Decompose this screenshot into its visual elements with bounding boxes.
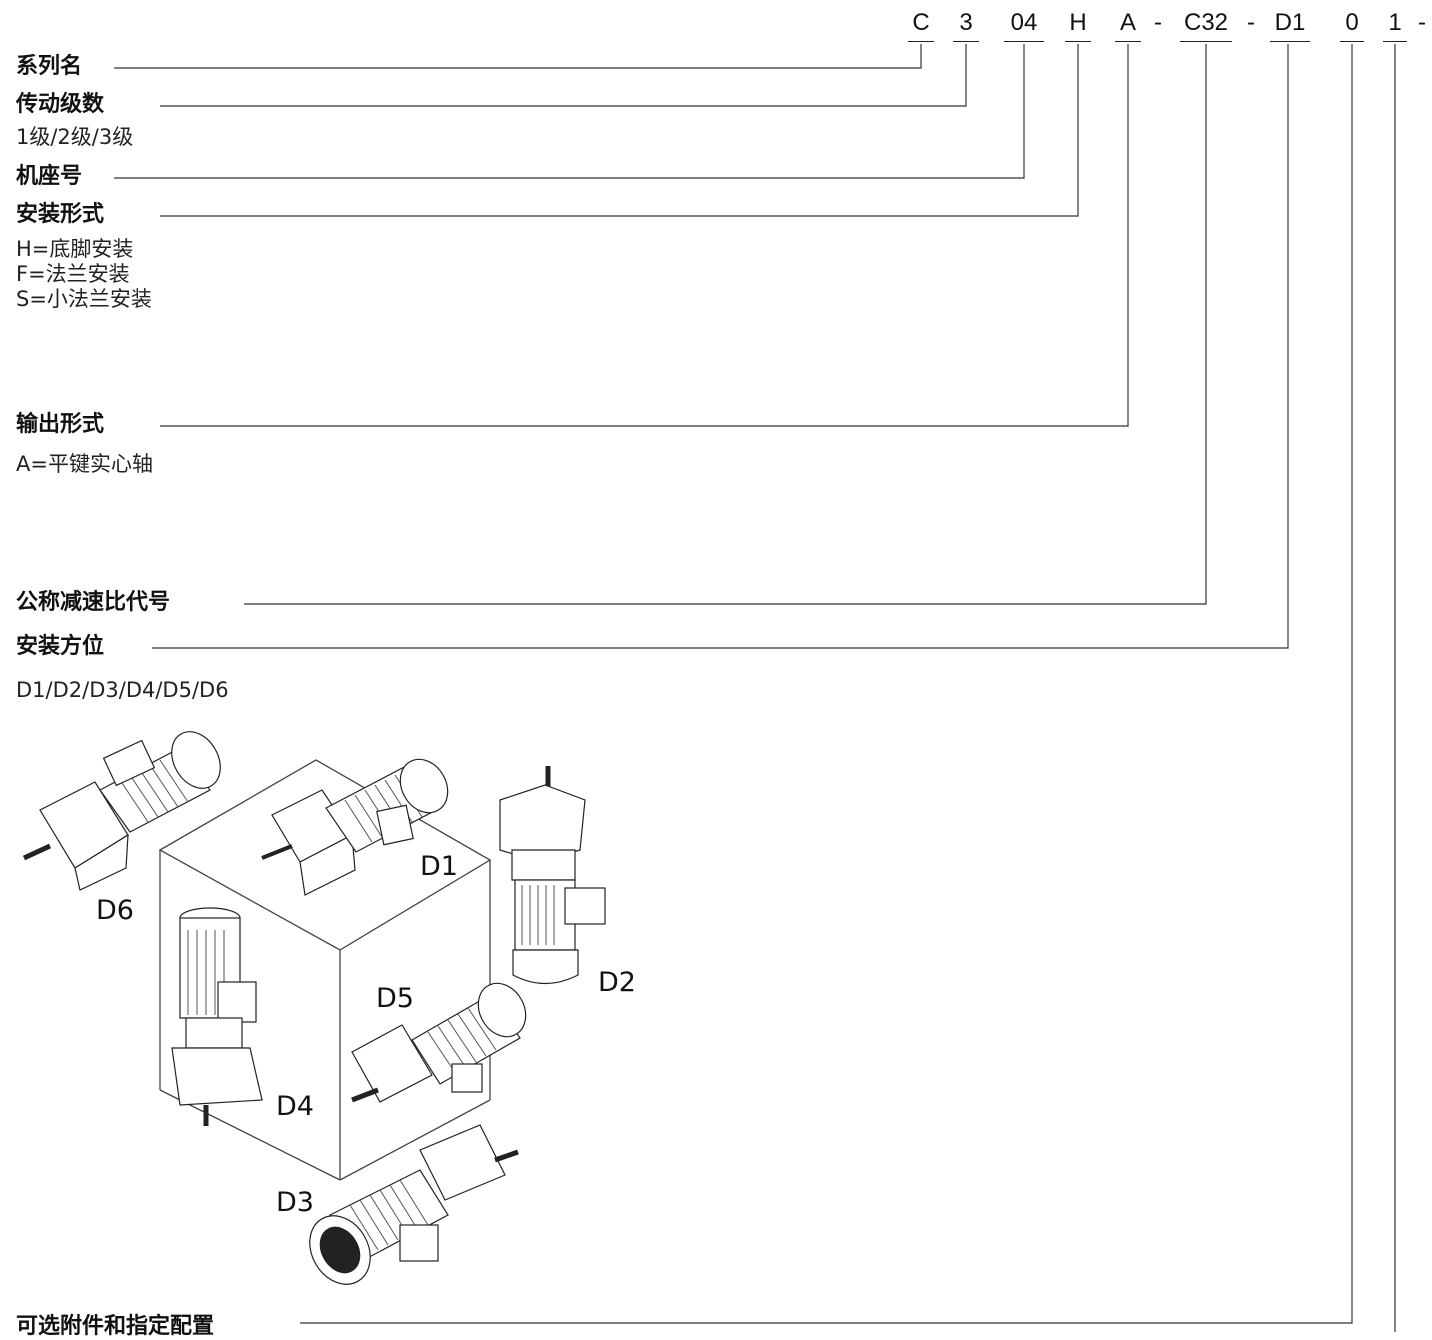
label-frame-size: 机座号 xyxy=(16,164,95,190)
gearmotor-d3-drawing xyxy=(309,1124,519,1285)
code-underline xyxy=(1065,41,1091,42)
leader-output xyxy=(160,44,1129,427)
code-underline xyxy=(953,41,979,42)
desc-mounting-foot: H=底脚安装 xyxy=(16,237,134,261)
leader-series xyxy=(114,44,922,69)
desc-mounting-small-flange: S=小法兰安装 xyxy=(16,287,152,311)
leader-mounting xyxy=(160,44,1079,217)
gearmotor-d4-drawing xyxy=(171,907,263,1126)
desc-mounting-position: D1/D2/D3/D4/D5/D6 xyxy=(16,678,229,702)
code-options: 0 xyxy=(1345,9,1359,36)
code-separator: - xyxy=(1418,9,1426,36)
desc-mounting-flange: F=法兰安装 xyxy=(16,262,130,286)
label-options: 可选附件和指定配置 xyxy=(16,1314,243,1340)
code-underline xyxy=(1383,41,1407,42)
label-ratio-code: 公称减速比代号 xyxy=(16,590,201,616)
code-separator: - xyxy=(1247,9,1255,36)
position-label-d1: D1 xyxy=(420,851,458,882)
label-series-name: 系列名 xyxy=(16,54,95,80)
code-frame: 04 xyxy=(1010,9,1038,36)
code-underline xyxy=(908,41,934,42)
code-extra: 1 xyxy=(1388,9,1402,36)
mounting-cube xyxy=(158,759,492,1181)
desc-stages: 1级/2级/3级 xyxy=(16,125,134,149)
label-mounting-type: 安装形式 xyxy=(16,202,117,228)
code-underline xyxy=(1115,41,1141,42)
code-stages: 3 xyxy=(959,9,973,36)
gearmotor-d2-drawing xyxy=(499,766,606,984)
label-mounting-position: 安装方位 xyxy=(16,634,117,660)
code-ratio: C32 xyxy=(1183,9,1229,36)
label-stages: 传动级数 xyxy=(16,92,117,118)
label-output-type: 输出形式 xyxy=(16,412,117,438)
code-series: C xyxy=(912,9,930,36)
gearmotor-d6-drawing xyxy=(22,731,221,891)
code-position: D1 xyxy=(1274,9,1306,36)
code-mounting: H xyxy=(1069,9,1087,36)
gearmotor-d1-drawing xyxy=(261,758,449,896)
position-label-d2: D2 xyxy=(598,967,636,998)
gearmotor-d5-drawing xyxy=(351,982,527,1103)
leader-frame xyxy=(114,44,1025,179)
position-label-d4: D4 xyxy=(276,1091,314,1122)
leader-ratio xyxy=(244,44,1207,605)
position-label-d5: D5 xyxy=(376,983,414,1014)
leader-stages xyxy=(160,44,967,107)
position-label-d6: D6 xyxy=(96,895,134,926)
leader-options xyxy=(300,44,1353,1324)
code-separator: - xyxy=(1154,9,1162,36)
desc-output: A=平键实心轴 xyxy=(16,452,153,476)
code-underline xyxy=(1180,41,1232,42)
code-underline xyxy=(1340,41,1364,42)
leader-position xyxy=(152,44,1289,649)
code-underline xyxy=(1270,41,1310,42)
code-underline xyxy=(1004,41,1044,42)
position-label-d3: D3 xyxy=(276,1187,314,1218)
code-output: A xyxy=(1119,9,1136,36)
